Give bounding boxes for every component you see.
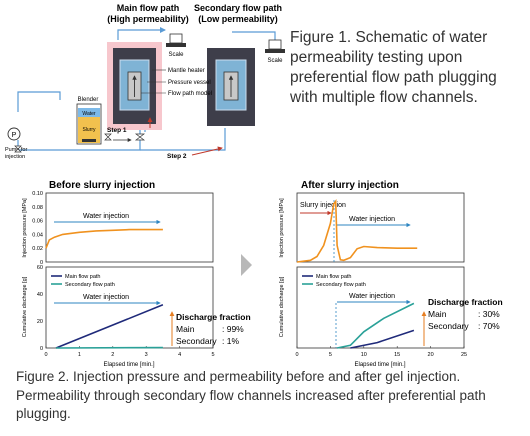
before-discharge-ytick: 0 — [40, 346, 43, 352]
step2-arrow — [191, 146, 223, 156]
before-discharge-xtick: 3 — [145, 352, 148, 358]
before-discharge-annotation: Water injection — [83, 294, 129, 301]
after-discharge-xtick: 25 — [461, 352, 467, 358]
after-fraction-main-value: : 30% — [478, 309, 500, 319]
water-label: Water — [82, 111, 95, 117]
pressure-vessel-label: Pressure vessel — [168, 80, 211, 86]
before-discharge-series-main-flow-path — [55, 304, 164, 349]
after-discharge-xtick: 0 — [295, 352, 298, 358]
before-discharge-xtick: 0 — [44, 352, 47, 358]
valve-icon-step1 — [104, 133, 112, 141]
after-discharge-frame — [296, 266, 465, 349]
before-discharge-xtick: 4 — [178, 352, 181, 358]
before-xlabel: Elapsed time [min.] — [103, 362, 154, 368]
before-pressure-ytick: 0.10 — [32, 191, 43, 197]
pump-label-2: injection — [5, 154, 25, 160]
mantle-heater-label: Mantle heater — [168, 68, 205, 74]
slurry-label: Slurry — [82, 127, 96, 133]
before-pressure-ytick: 0 — [40, 260, 43, 266]
after-pressure-ylabel: Injection pressure [MPa] — [279, 198, 285, 258]
before-legend: Main flow path Secondary flow path — [51, 274, 115, 288]
before-discharge-xtick: 5 — [211, 352, 214, 358]
after-legend-main-label: Main flow path — [316, 274, 351, 280]
after-discharge-ylabel: Cumulative discharge [g] — [279, 276, 285, 337]
after-pressure-frame — [296, 192, 465, 263]
before-pressure-series-0 — [45, 228, 163, 249]
before-title: Before slurry injection — [49, 180, 155, 191]
valve-icon-pump — [14, 145, 22, 153]
before-pressure-annotation: Water injection — [83, 213, 129, 220]
before-pressure-ytick: 0.04 — [32, 232, 43, 238]
flow-path-model-label: Flow path model — [168, 91, 212, 97]
before-discharge-ytick: 20 — [37, 319, 43, 325]
chart-series — [45, 198, 418, 349]
valve-icon-main — [134, 133, 146, 141]
transition-arrow-icon — [241, 254, 252, 276]
after-fraction-secondary-label: Secondary — [428, 321, 469, 331]
before-fraction-main-label: Main — [176, 324, 195, 334]
after-discharge-xtick: 5 — [329, 352, 332, 358]
before-pressure-frame — [45, 192, 214, 263]
before-discharge-xtick: 2 — [111, 352, 114, 358]
after-xlabel: Elapsed time [min.] — [354, 362, 405, 368]
after-discharge-xtick: 20 — [428, 352, 434, 358]
after-fraction-title: Discharge fraction — [428, 297, 503, 307]
before-legend-secondary-label: Secondary flow path — [65, 282, 115, 288]
blender-water — [78, 108, 100, 117]
step2-label: Step 2 — [167, 153, 187, 160]
scale-secondary-label: Scale — [267, 58, 283, 64]
scale-main — [166, 33, 186, 47]
blender-stirrer — [82, 139, 96, 142]
after-discharge-series-main-flow-path — [350, 329, 415, 349]
before-fraction-main-value: : 99% — [222, 324, 244, 334]
main-path-label: Main flow path — [117, 3, 180, 13]
after-fraction-secondary-value: : 70% — [478, 321, 500, 331]
pump-label-1: Pump for — [5, 147, 27, 153]
leader-lines — [141, 69, 166, 94]
step1-label: Step 1 — [107, 127, 127, 134]
after-legend: Main flow path Secondary flow path — [302, 274, 366, 288]
after-slurry-annotation: Slurry injection — [300, 202, 346, 209]
before-legend-main-label: Main flow path — [65, 274, 100, 280]
before-pressure-ytick: 0.06 — [32, 219, 43, 225]
main-path-sublabel: (High permeability) — [107, 14, 189, 24]
after-legend-secondary-label: Secondary flow path — [316, 282, 366, 288]
figure1-caption: Figure 1. Schematic of water permeabilit… — [290, 29, 497, 106]
blender-label: Blender — [78, 97, 99, 103]
after-pressure-series-0 — [296, 198, 418, 263]
blender-slurry — [78, 117, 100, 143]
before-pressure-ytick: 0.08 — [32, 205, 43, 211]
before-fraction-title: Discharge fraction — [176, 312, 251, 322]
after-fraction-main-label: Main — [428, 309, 447, 319]
pump-symbol: P — [12, 132, 17, 139]
after-discharge-annotation: Water injection — [349, 293, 395, 300]
figure2-caption: Figure 2. Injection pressure and permeab… — [16, 369, 486, 421]
before-discharge-ylabel: Cumulative discharge [g] — [22, 276, 28, 337]
before-fraction-secondary-label: Secondary — [176, 336, 217, 346]
before-discharge-ytick: 40 — [37, 292, 43, 298]
secondary-path-sublabel: (Low permeability) — [198, 14, 278, 24]
before-pressure-ytick: 0.02 — [32, 246, 43, 252]
after-discharge-xtick: 10 — [361, 352, 367, 358]
figure1-schematic: Main flow path (High permeability) Secon… — [5, 3, 285, 160]
figure2-charts: Before slurry injection After slurry inj… — [22, 180, 503, 368]
after-discharge-xtick: 15 — [394, 352, 400, 358]
before-discharge-xtick: 1 — [78, 352, 81, 358]
pump-icon — [7, 127, 21, 141]
secondary-path-label: Secondary flow path — [194, 3, 282, 13]
after-discharge-series-secondary-flow-path — [336, 302, 415, 349]
scale-secondary — [265, 39, 285, 53]
before-discharge-ytick: 60 — [37, 265, 43, 271]
after-title: After slurry injection — [301, 180, 399, 191]
scale-main-label: Scale — [168, 52, 184, 58]
before-fraction-secondary-value: : 1% — [222, 336, 239, 346]
after-pressure-annotation: Water injection — [349, 216, 395, 223]
before-pressure-ylabel: Injection pressure [MPa] — [22, 198, 28, 258]
